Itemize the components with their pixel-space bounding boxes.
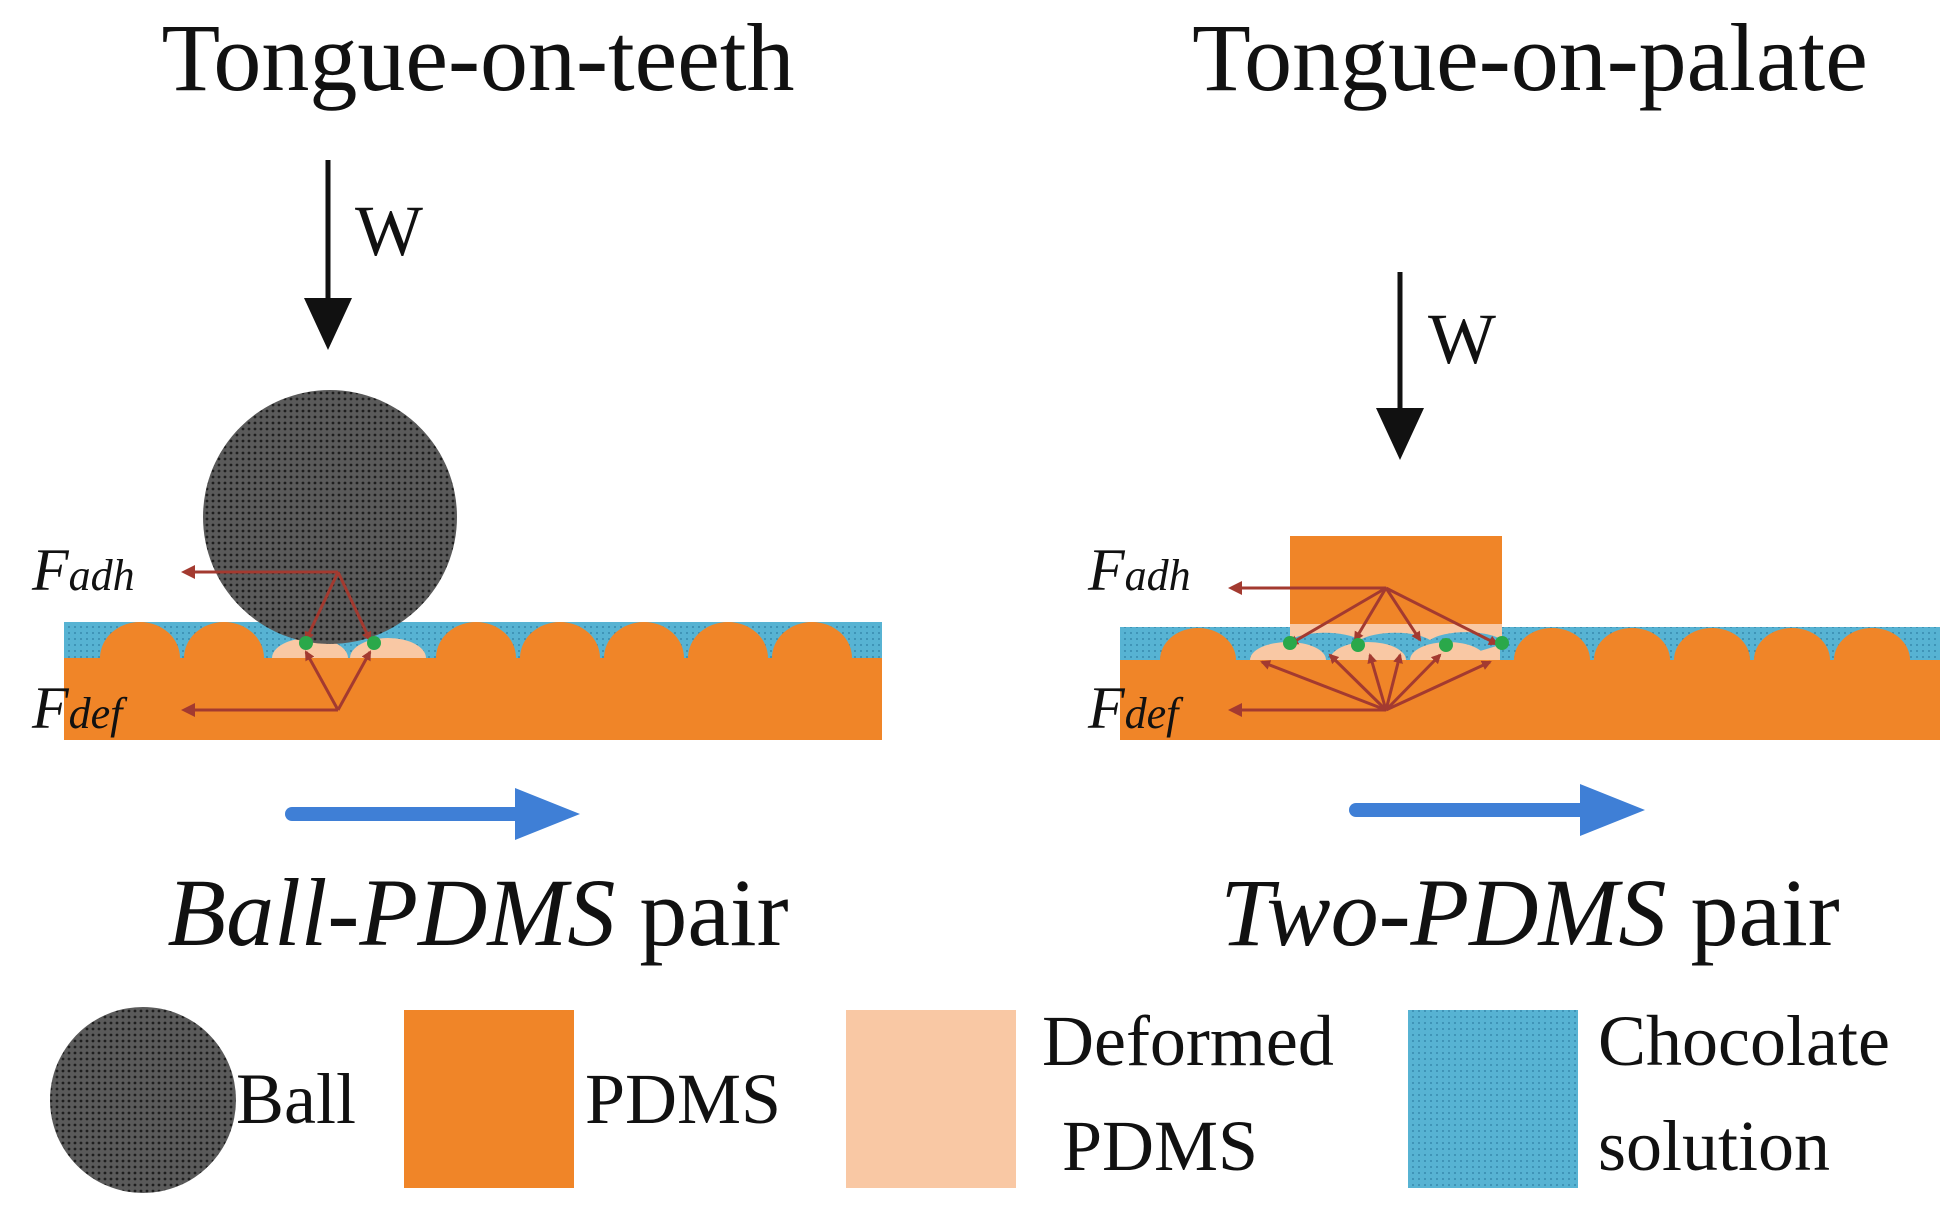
- left-deformation-force-lines: [181, 650, 372, 717]
- right-deformed-bump-1: [1250, 642, 1326, 660]
- left-adhesion-force-lines: [181, 565, 372, 642]
- legend-chocolate-swatch: [1408, 1010, 1578, 1188]
- left-title: Tongue-on-teeth: [161, 4, 794, 111]
- left-load-arrow: [304, 160, 352, 350]
- legend-item-pdms: PDMS: [404, 1010, 781, 1188]
- right-contact-point-4: [1495, 636, 1509, 650]
- legend-item-ball: Ball: [50, 1007, 356, 1193]
- left-motion-arrow: [285, 788, 580, 840]
- ball: [203, 390, 457, 644]
- right-title: Tongue-on-palate: [1192, 4, 1868, 111]
- left-f-adh-label: Fadh: [31, 537, 135, 603]
- right-f-adh-label: Fadh: [1087, 537, 1191, 603]
- legend-item-chocolate-solution: Chocolate solution: [1408, 1001, 1890, 1188]
- left-contact-point-1: [299, 636, 313, 650]
- legend-deformed-label-1: Deformed: [1042, 1001, 1334, 1081]
- left-load-label: W: [355, 191, 423, 271]
- left-panel: Tongue-on-teeth W: [31, 4, 882, 966]
- legend-item-deformed-pdms: Deformed PDMS: [846, 1001, 1334, 1188]
- legend-ball-swatch: [50, 1007, 236, 1193]
- right-contact-point-1: [1283, 636, 1297, 650]
- right-contact-point-2: [1351, 638, 1365, 652]
- legend-ball-label: Ball: [236, 1059, 356, 1139]
- right-adhesion-force-lines: [1228, 581, 1499, 646]
- legend-deformed-swatch: [846, 1010, 1016, 1188]
- right-caption: Two-PDMS pair: [1220, 859, 1839, 966]
- right-panel: Tongue-on-palate W: [1087, 4, 1940, 966]
- right-upper-pdms-block: [1290, 536, 1502, 624]
- right-deformation-force-lines: [1228, 653, 1492, 717]
- right-deformed-bump-2: [1330, 642, 1406, 660]
- legend-pdms-swatch: [404, 1010, 574, 1188]
- right-load-label: W: [1428, 299, 1496, 379]
- legend-chocolate-label-1: Chocolate: [1598, 1001, 1890, 1081]
- left-f-def-label: Fdef: [31, 675, 128, 741]
- right-load-arrow: [1376, 272, 1424, 460]
- legend-deformed-label-2: PDMS: [1062, 1106, 1258, 1186]
- right-contact-point-3: [1439, 638, 1453, 652]
- legend-chocolate-label-2: solution: [1598, 1106, 1830, 1186]
- right-pdms-substrate: [1120, 628, 1940, 740]
- right-upper-deformed-underside: [1290, 624, 1502, 640]
- legend: Ball PDMS Deformed PDMS Chocolate soluti…: [50, 1001, 1890, 1193]
- left-caption: Ball-PDMS pair: [167, 859, 788, 966]
- right-motion-arrow: [1349, 784, 1645, 836]
- right-f-def-label: Fdef: [1087, 675, 1184, 741]
- right-deformed-edge: [1450, 645, 1500, 660]
- left-contact-point-2: [367, 636, 381, 650]
- legend-pdms-label: PDMS: [585, 1059, 781, 1139]
